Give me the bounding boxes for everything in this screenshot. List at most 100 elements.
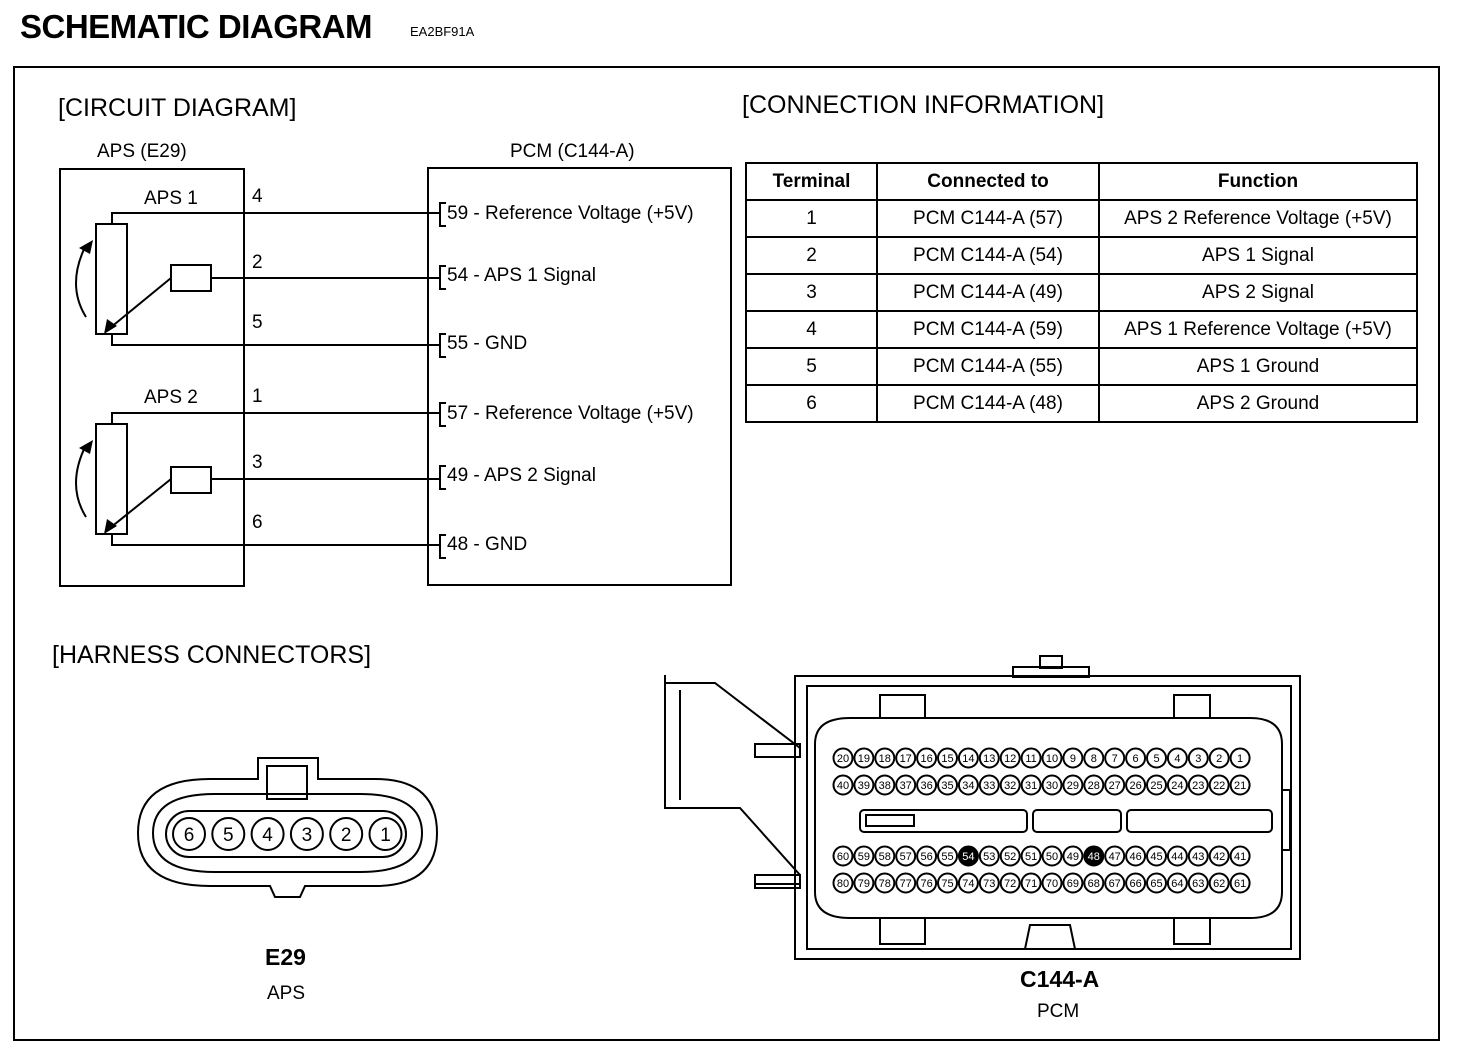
column-header-connected-to: Connected to <box>876 162 1100 201</box>
c144-pin-circle <box>853 845 875 867</box>
c144-pin-label: 75 <box>941 878 953 890</box>
wire-pin-label: 5 <box>252 312 263 333</box>
c144-pin-label: 48 <box>1088 851 1100 863</box>
c144-center-slot <box>1126 809 1273 833</box>
c144-pin-label: 1 <box>1237 753 1243 765</box>
c144-pin-label: 5 <box>1153 753 1159 765</box>
c144-pin-label: 36 <box>920 780 932 792</box>
e29-connector-description: APS <box>267 983 306 1004</box>
c144-pin-label: 57 <box>900 851 912 863</box>
pcm-box <box>427 167 732 586</box>
aps-box-title: APS (E29) <box>97 141 187 162</box>
c144-pin-label: 50 <box>1046 851 1058 863</box>
c144-pin-circle <box>1041 774 1063 796</box>
cell-function: APS 1 Ground <box>1098 347 1418 386</box>
c144-pin-circle <box>1020 774 1042 796</box>
wire-aps2-gnd <box>111 534 440 546</box>
c144-center-slot <box>1032 809 1122 833</box>
c144-pin-label: 33 <box>983 780 995 792</box>
column-header-terminal: Terminal <box>745 162 878 201</box>
c144-pin-circle <box>1208 872 1230 894</box>
e29-pin-label: 4 <box>262 825 273 846</box>
wire-pin-label: 3 <box>252 452 263 473</box>
wire-aps1-gnd <box>111 334 440 346</box>
c144-pin-circle <box>1229 845 1251 867</box>
aps1-label: APS 1 <box>144 188 198 209</box>
cell-connected-to: PCM C144-A (54) <box>876 236 1100 275</box>
cell-connected-to: PCM C144-A (57) <box>876 199 1100 238</box>
column-header-function: Function <box>1098 162 1418 201</box>
c144-pin-circle <box>874 747 896 769</box>
c144-pin-circle <box>978 774 1000 796</box>
c144-pin-label: 45 <box>1150 851 1162 863</box>
c144-pin-label: 15 <box>941 753 953 765</box>
c144-pin-circle <box>1062 872 1084 894</box>
c144-pin-label: 35 <box>941 780 953 792</box>
c144-pin-label: 9 <box>1070 753 1076 765</box>
cell-function: APS 2 Signal <box>1098 273 1418 312</box>
c144-pin-circle <box>1187 774 1209 796</box>
aps2-rotation-arrow <box>75 444 87 518</box>
c144-pin-circle <box>916 872 938 894</box>
cell-terminal: 2 <box>745 236 878 275</box>
e29-latch <box>266 765 308 800</box>
c144-pin-circle <box>957 845 979 867</box>
c144-pin-label: 6 <box>1133 753 1139 765</box>
c144-pin-label: 53 <box>983 851 995 863</box>
c144-pin-label: 44 <box>1171 851 1183 863</box>
c144-pin-label: 47 <box>1109 851 1121 863</box>
c144-pin-label: 49 <box>1067 851 1079 863</box>
c144-pin-circle <box>1125 774 1147 796</box>
c144-pin-label: 19 <box>858 753 870 765</box>
c144-pin-label: 29 <box>1067 780 1079 792</box>
pcm-box-title: PCM (C144-A) <box>510 141 635 162</box>
e29-connector-name: E29 <box>265 944 306 970</box>
c144-pin-label: 78 <box>879 878 891 890</box>
e29-pin-label: 6 <box>184 825 195 846</box>
c144-pin-circle <box>937 774 958 796</box>
c144-pin-circle <box>1166 774 1188 796</box>
c144-pin-circle <box>1146 872 1167 894</box>
c144-pin-label: 40 <box>837 780 849 792</box>
pcm-terminal-label: 59 - Reference Voltage (+5V) <box>447 203 694 224</box>
c144-pin-circle <box>978 845 1000 867</box>
c144-pin-circle <box>853 747 875 769</box>
c144-pin-circle <box>1104 872 1126 894</box>
c144-pin-circle <box>1083 747 1105 769</box>
c144-pin-label: 41 <box>1234 851 1246 863</box>
wire-pin-label: 4 <box>252 186 263 207</box>
diagram-frame <box>13 66 1440 1041</box>
cell-terminal: 3 <box>745 273 878 312</box>
aps1-rotation-arrowhead <box>79 240 93 254</box>
c144-pin-circle <box>1166 872 1188 894</box>
c144-pin-label: 80 <box>837 878 849 890</box>
e29-pin-label: 3 <box>302 825 313 846</box>
c144-pin-label: 2 <box>1216 753 1222 765</box>
c144-pin-label: 62 <box>1213 878 1225 890</box>
c144-pin-label: 70 <box>1046 878 1058 890</box>
c144-pin-circle <box>832 845 854 867</box>
c144-pin-label: 16 <box>920 753 932 765</box>
c144-pin-label: 69 <box>1067 878 1079 890</box>
c144-lever-upper <box>665 682 801 758</box>
e29-pin-label: 1 <box>380 825 391 846</box>
pcm-terminal-label: 55 - GND <box>447 333 528 354</box>
c144-pin-label: 54 <box>962 851 974 863</box>
e29-pin-circle <box>368 817 403 851</box>
c144-pin-circle <box>1020 845 1042 867</box>
e29-housing-inner <box>151 793 424 873</box>
c144-pin-label: 26 <box>1129 780 1141 792</box>
cell-terminal: 4 <box>745 310 878 349</box>
c144-pin-label: 52 <box>1004 851 1016 863</box>
e29-pin-circle <box>172 817 206 851</box>
wire-pin-label: 1 <box>252 386 263 407</box>
c144-pin-circle <box>1229 774 1251 796</box>
c144-pin-circle <box>1208 747 1230 769</box>
c144-pin-circle <box>1125 872 1147 894</box>
cell-terminal: 1 <box>745 199 878 238</box>
c144-connector-description: PCM <box>1037 1001 1080 1022</box>
cell-connected-to: PCM C144-A (59) <box>876 310 1100 349</box>
c144-pin-label: 79 <box>858 878 870 890</box>
